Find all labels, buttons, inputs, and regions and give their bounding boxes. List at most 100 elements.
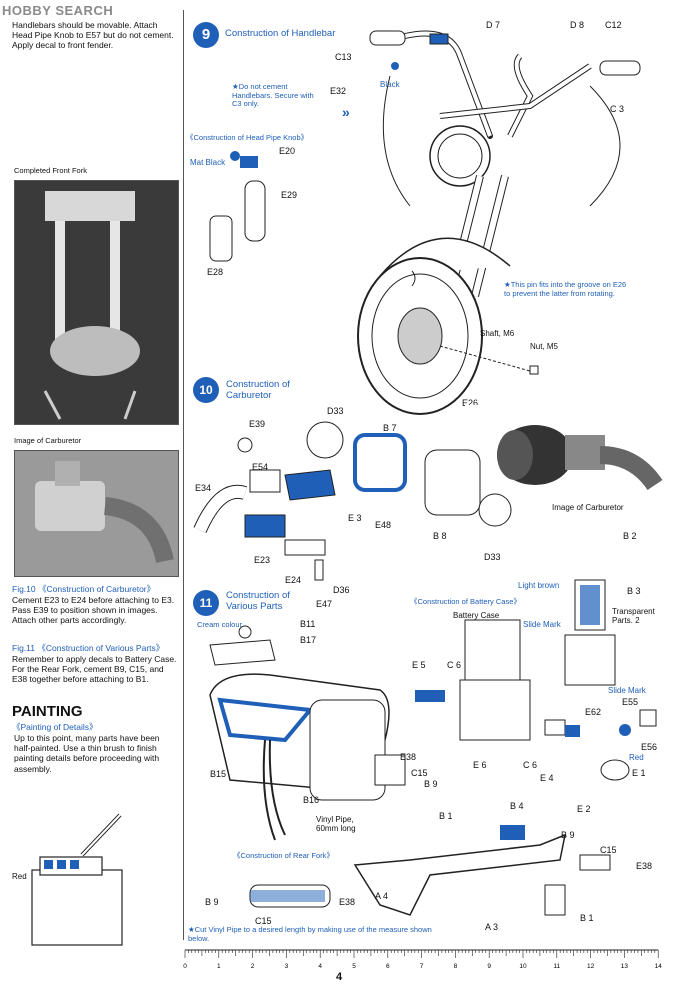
ruler-tick-label: 12 — [587, 963, 595, 970]
fig10-title: Fig.10 《Construction of Carburetor》 — [12, 584, 156, 594]
ruler-tick-label: 0 — [183, 963, 187, 970]
carburetor-right-image — [497, 425, 663, 491]
label-e48: E48 — [375, 520, 392, 530]
black-label: Black — [380, 80, 400, 89]
carburetor-left-image — [15, 451, 178, 576]
painting-title: PAINTING — [12, 703, 83, 720]
step9-title: Construction of Handlebar — [225, 28, 336, 39]
photo2-caption: Image of Carburetor — [14, 436, 82, 445]
next-arrow-icon: » — [342, 104, 350, 120]
pin-note: ★This pin fits into the groove on E26 to… — [504, 280, 627, 298]
left-column: HOBBY SEARCH Handlebars should be movabl… — [0, 0, 182, 990]
label-d8: D 8 — [570, 20, 585, 30]
label-c6-b: C 6 — [523, 760, 538, 770]
label-d7: D 7 — [486, 20, 501, 30]
page-number: 4 — [336, 971, 343, 983]
label-b3: B 3 — [627, 586, 641, 596]
label-b1-b: B 1 — [580, 913, 594, 923]
label-b8: B 8 — [433, 531, 447, 541]
slide-mark-label-2: Slide Mark — [608, 686, 646, 695]
label-c3: C 3 — [610, 104, 625, 114]
ruler-tick-label: 9 — [487, 963, 491, 970]
ruler-tick-label: 13 — [621, 963, 629, 970]
label-e38-c: E38 — [339, 897, 356, 907]
fig10-text: Cement E23 to E24 before attaching to E3… — [12, 595, 175, 626]
carburetor-right-caption: Image of Carburetor — [552, 503, 624, 512]
label-b4: B 4 — [510, 801, 524, 811]
ruler-tick-label: 7 — [420, 963, 424, 970]
knob-title: 《Construction of Head Pipe Knob》 — [186, 133, 309, 142]
watermark: HOBBY SEARCH — [2, 3, 113, 18]
painting-illustration — [10, 813, 180, 955]
ruler-tick-label: 1 — [217, 963, 221, 970]
mat-black-label: Mat Black — [190, 158, 226, 167]
label-b1-a: B 1 — [439, 811, 453, 821]
label-e23: E23 — [254, 555, 271, 565]
step10-number: 10 — [193, 377, 219, 403]
watermark-text: HOBBY SEARCH — [2, 3, 114, 18]
photo-carburetor-left — [14, 450, 179, 577]
label-c15-b: C15 — [600, 845, 617, 855]
fig11-title: Fig.11 《Construction of Various Parts》 — [12, 643, 165, 653]
label-nut: Nut, M5 — [530, 342, 559, 351]
battery-title: 《Construction of Battery Case》 — [410, 597, 521, 606]
ruler-tick-label: 6 — [386, 963, 390, 970]
label-e47: E47 — [316, 599, 333, 609]
label-a4: A 4 — [375, 891, 389, 901]
ruler-tick-label: 5 — [352, 963, 356, 970]
label-b15: B15 — [210, 769, 227, 779]
label-c15-a: C15 — [411, 768, 428, 778]
label-b7: B 7 — [383, 423, 397, 433]
label-b9-b: B 9 — [561, 830, 575, 840]
label-e24: E24 — [285, 575, 302, 585]
painting-subtitle: 《Painting of Details》 — [12, 722, 98, 732]
step11-title: Construction of Various Parts — [226, 590, 290, 612]
ruler-tick-label: 11 — [553, 963, 560, 970]
label-e62: E62 — [585, 707, 602, 717]
label-b16: B16 — [303, 795, 320, 805]
label-e26: E26 — [462, 398, 479, 408]
label-e38-b: E38 — [636, 861, 653, 871]
label-b11: B11 — [300, 619, 316, 629]
carburetor-drawing — [193, 421, 512, 581]
label-e1: E 1 — [632, 768, 646, 778]
label-c15-c: C15 — [255, 916, 272, 926]
column-divider — [183, 10, 184, 940]
slide-mark-label: Slide Mark — [523, 620, 561, 629]
various-parts-drawing — [209, 579, 657, 916]
ruler-tick-label: 2 — [251, 963, 255, 970]
label-e38-a: E38 — [400, 752, 417, 762]
label-b9-a: B 9 — [424, 779, 438, 789]
label-b9-c: B 9 — [205, 897, 219, 907]
intro-text: Handlebars should be movable. Attach Hea… — [12, 20, 174, 51]
label-shaft: Shaft, M6 — [480, 329, 515, 338]
photo-front-fork — [14, 180, 179, 425]
handlebar-drawing — [209, 30, 641, 415]
label-e2: E 2 — [577, 804, 591, 814]
ruler-tick-label: 14 — [655, 963, 663, 970]
label-d36: D36 — [333, 585, 350, 595]
label-d33-b: D33 — [484, 552, 501, 562]
label-e28: E28 — [207, 267, 224, 277]
painting-text: Up to this point, many parts have been h… — [14, 733, 160, 774]
painting-red-label: Red — [12, 872, 27, 881]
rear-fork-title: 《Construction of Rear Fork》 — [233, 851, 334, 860]
label-e54: E54 — [252, 462, 269, 472]
step9-number: 9 — [193, 22, 219, 48]
battery-case-label: Battery Case — [453, 611, 500, 620]
label-e3: E 3 — [348, 513, 362, 523]
ruler-tick-label: 8 — [454, 963, 458, 970]
ruler-tick-label: 10 — [519, 963, 527, 970]
ruler-tick-label: 3 — [285, 963, 289, 970]
vinyl-label: Vinyl Pipe, 60mm long — [316, 815, 356, 833]
step10-title: Construction of Carburetor — [226, 379, 290, 401]
photo1-caption: Completed Front Fork — [14, 166, 87, 175]
label-e6: E 6 — [473, 760, 487, 770]
label-e29: E29 — [281, 190, 298, 200]
label-e55: E55 — [622, 697, 639, 707]
ruler-tick-label: 4 — [318, 963, 322, 970]
front-fork-image — [15, 181, 178, 424]
light-brown-label: Light brown — [518, 581, 560, 590]
